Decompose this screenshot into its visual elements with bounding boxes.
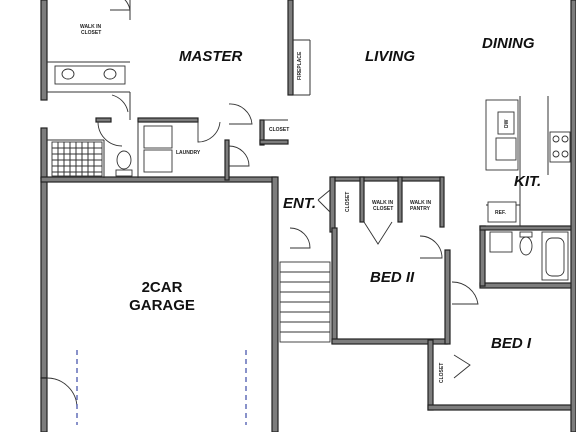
ref-label: REF. [495,210,506,216]
closet-label: CLOSET [345,192,351,212]
sink-icon [489,231,513,253]
steps-icon [279,261,331,343]
closet-label: CLOSET [439,363,445,383]
room-label-garage-line1: 2CAR [142,279,183,296]
fireplace-label: FIREPLACE [297,51,303,80]
washer-icon [143,125,173,149]
room-label-kitchen: KIT. [514,173,541,190]
toilet-icon [115,150,133,177]
room-label-bed1: BED I [491,335,532,352]
dishwasher-label: DW [504,119,510,128]
walk-in-closet-label: WALK IN [80,24,101,30]
kitchen-sink-icon [495,137,517,161]
pantry-label: PANTRY [410,206,431,212]
room-label-living: LIVING [365,48,415,65]
walls [40,0,576,432]
walk-in-closet-label: CLOSET [81,30,101,36]
shower-icon [51,141,103,177]
room-label-entry: ENT. [283,195,316,212]
room-label-garage-line2: GARAGE [129,297,195,314]
walk-in-closet-label: WALK IN [372,200,393,206]
pantry-label: WALK IN [410,200,431,206]
room-label-dining: DINING [482,35,535,52]
dishwasher-icon [497,111,515,135]
walk-in-closet-label: CLOSET [373,206,393,212]
room-label-bed2: BED II [370,269,415,286]
laundry-label: LAUNDRY [176,150,201,156]
range-icon [549,131,571,163]
fixtures [51,65,571,343]
bathtub-icon [541,231,569,281]
closet-label: CLOSET [269,127,289,133]
sink-icon [61,68,75,80]
refrigerator-icon [487,201,517,223]
sink-icon [103,68,117,80]
room-label-master: MASTER [179,48,243,65]
toilet-icon [519,231,533,256]
doors [46,0,479,409]
dryer-icon [143,149,173,173]
partitions [47,0,549,227]
